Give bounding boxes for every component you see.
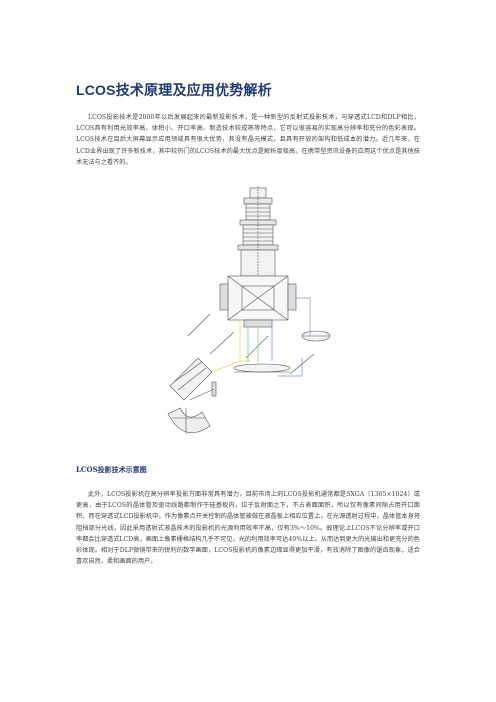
projection-lens-stack [237,186,279,277]
figure-caption: LCOS投影技术示意图 [76,465,147,474]
intro-paragraph: LCOS投影技术是2000年以后发展起来的最新投影技术，是一种新型的反射式投影技… [76,114,420,166]
document-title: LCOS技术原理及应用优势解析 [76,82,272,98]
beam-blue-2 [278,358,303,377]
lamp-assembly [167,357,217,434]
beam-purple [296,297,311,336]
beam-yellow-2 [211,360,241,373]
prism-block [219,275,297,328]
lcos-optical-diagram [167,186,331,434]
body-paragraph: 此外，LCOS投影机在高分辨率投影方面非常具有潜力，目前市场上的LCOS投影机通… [76,491,420,566]
